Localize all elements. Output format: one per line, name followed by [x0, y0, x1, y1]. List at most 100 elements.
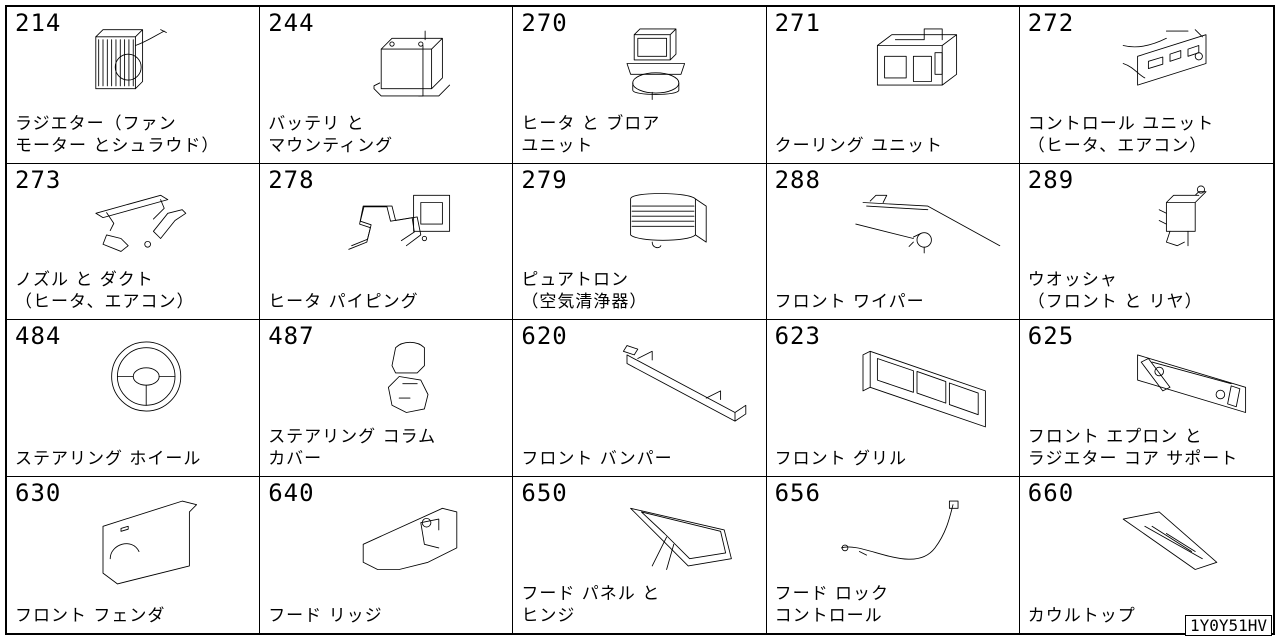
- hood-panel-icon: [573, 481, 753, 586]
- heater-piping-icon: [320, 168, 500, 273]
- part-label: フード ロックコントロール: [775, 583, 889, 627]
- part-code: 484: [15, 322, 62, 350]
- part-label: フロント フェンダ: [15, 605, 165, 627]
- part-label: ピュアトロン（空気清浄器）: [521, 269, 647, 313]
- part-label-line: ピュアトロン: [521, 270, 630, 290]
- steering-wheel-icon: [67, 324, 247, 429]
- part-label-line: （フロント と リヤ）: [1027, 292, 1203, 312]
- control-unit-icon: [1080, 11, 1260, 116]
- part-label-line: マウンティング: [268, 135, 394, 156]
- part-label-line: フード ロック: [774, 584, 889, 604]
- part-label-line: ステアリング ホイール: [15, 448, 202, 469]
- part-cell-487[interactable]: 487 ステアリング コラムカバー: [260, 320, 514, 477]
- part-label: バッテリ とマウンティング: [268, 113, 393, 157]
- part-cell-289[interactable]: 289 ウオッシャ（フロント と リヤ）: [1019, 164, 1273, 320]
- part-code: 214: [15, 9, 62, 37]
- part-code: 278: [268, 165, 315, 194]
- part-label-line: ウオッシャ: [1027, 270, 1118, 290]
- part-code: 487: [268, 322, 315, 350]
- part-label-line: フロント エプロン と: [1027, 426, 1203, 447]
- part-label-line: モーター とシュラウド）: [15, 135, 220, 156]
- part-code: 656: [774, 478, 821, 507]
- part-label-line: コントロール ユニット: [1027, 113, 1215, 134]
- part-label-line: フロント ワイパー: [774, 292, 925, 312]
- part-label-line: フロント バンパー: [521, 448, 673, 469]
- part-cell-244[interactable]: 244 バッテリ とマウンティング: [260, 7, 514, 164]
- part-label-line: ヒンジ: [521, 606, 576, 626]
- part-label-line: ラジエター（ファン: [15, 113, 177, 134]
- part-code: 650: [521, 478, 568, 507]
- part-cell-271[interactable]: 271 クーリング ユニット: [766, 7, 1020, 164]
- part-code: 271: [774, 9, 821, 37]
- part-code: 244: [268, 9, 315, 37]
- part-label-line: ヒータ と ブロア: [521, 113, 661, 134]
- part-cell-279[interactable]: 279 ピュアトロン（空気清浄器）: [513, 163, 767, 320]
- hood-ledge-icon: [320, 481, 500, 586]
- part-label-line: （ヒータ、エアコン）: [1027, 135, 1208, 156]
- part-label-line: （空気清浄器）: [521, 292, 648, 312]
- cowl-top-icon: [1080, 481, 1260, 586]
- hood-lock-cable-icon: [827, 481, 1007, 586]
- part-label: フード リッジ: [268, 605, 382, 627]
- part-cell-620[interactable]: 620 フロント バンパー: [513, 320, 767, 477]
- part-label: ステアリング コラムカバー: [268, 426, 436, 470]
- part-code: 272: [1027, 9, 1075, 37]
- part-label-line: フード リッジ: [268, 606, 383, 626]
- cooling-unit-icon: [827, 11, 1007, 116]
- part-code: 289: [1027, 165, 1075, 194]
- part-label-line: バッテリ と: [268, 113, 365, 134]
- grille-icon: [827, 324, 1007, 429]
- part-label-line: ユニット: [521, 135, 594, 156]
- part-label: フロント ワイパー: [775, 291, 925, 313]
- part-code: 660: [1027, 478, 1075, 507]
- part-label-line: フード パネル と: [521, 584, 661, 604]
- battery-icon: [320, 11, 500, 116]
- bumper-icon: [573, 324, 753, 429]
- column-cover-icon: [320, 324, 500, 429]
- part-code: 273: [15, 165, 62, 194]
- part-code: 279: [521, 165, 568, 194]
- part-label: ウオッシャ（フロント と リヤ）: [1028, 269, 1203, 313]
- part-cell-623[interactable]: 623 フロント グリル: [766, 320, 1020, 477]
- part-cell-650[interactable]: 650 フード パネル とヒンジ: [513, 476, 767, 633]
- wiper-icon: [827, 168, 1007, 273]
- part-cell-630[interactable]: 630 フロント フェンダ: [7, 476, 261, 633]
- part-code: 620: [521, 322, 568, 350]
- parts-index-grid: 214 ラジエター（ファンモーター とシュラウド） 244 バッテリ とマウンティング…: [5, 5, 1275, 635]
- part-label: ステアリング ホイール: [15, 448, 201, 470]
- part-code: 623: [774, 322, 821, 350]
- washer-icon: [1080, 168, 1260, 273]
- part-cell-625[interactable]: 625 フロント エプロン とラジエター コア サポート: [1019, 320, 1273, 477]
- fender-icon: [67, 481, 247, 586]
- part-label-line: クーリング ユニット: [774, 135, 943, 156]
- part-label-line: カバー: [268, 448, 323, 469]
- part-cell-214[interactable]: 214 ラジエター（ファンモーター とシュラウド）: [7, 7, 261, 164]
- part-cell-272[interactable]: 272 コントロール ユニット（ヒータ、エアコン）: [1019, 7, 1273, 164]
- part-label: フロント グリル: [775, 448, 907, 470]
- part-cell-484[interactable]: 484 ステアリング ホイール: [7, 320, 261, 477]
- part-label: フード パネル とヒンジ: [521, 583, 660, 627]
- diagram-reference-code: 1Y0Y51HV: [1184, 615, 1272, 636]
- radiator-icon: [67, 11, 247, 116]
- part-code: 640: [268, 478, 315, 507]
- part-code: 625: [1027, 322, 1075, 350]
- part-label: ヒータ と ブロアユニット: [521, 113, 660, 157]
- part-cell-270[interactable]: 270 ヒータ と ブロアユニット: [513, 7, 767, 164]
- part-label: フロント バンパー: [521, 448, 672, 470]
- air-purifier-icon: [573, 168, 753, 273]
- part-code: 270: [521, 9, 568, 37]
- part-cell-656[interactable]: 656 フード ロックコントロール: [767, 476, 1020, 633]
- part-label: ヒータ パイピング: [268, 291, 418, 313]
- part-label-line: フロント フェンダ: [15, 606, 166, 626]
- part-cell-640[interactable]: 640 フード リッジ: [260, 476, 514, 633]
- part-label-line: カウルトップ: [1027, 606, 1136, 626]
- part-label: カウルトップ: [1028, 605, 1136, 627]
- part-label-line: ヒータ パイピング: [268, 292, 419, 312]
- part-cell-278[interactable]: 278 ヒータ パイピング: [260, 163, 514, 320]
- nozzle-duct-icon: [67, 168, 247, 273]
- part-cell-660[interactable]: 660 カウルトップ: [1020, 477, 1273, 634]
- part-code: 630: [15, 478, 62, 507]
- part-label: フロント エプロン とラジエター コア サポート: [1028, 426, 1238, 470]
